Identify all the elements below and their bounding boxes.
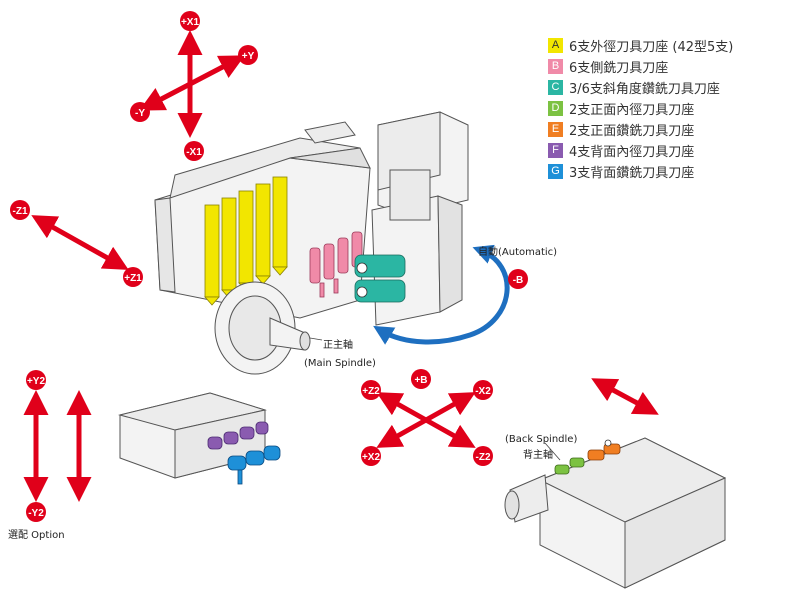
axis-label-y2-neg: -Y2 <box>26 502 46 522</box>
axis-arrows <box>23 29 659 502</box>
tool-holders-d <box>554 457 585 475</box>
svg-text:-Y: -Y <box>135 108 145 119</box>
tool-holders-a <box>204 176 288 306</box>
axis-label-x2-neg: -X2 <box>473 380 493 400</box>
axis-label-x1-neg: -X1 <box>184 141 204 161</box>
svg-text:-Z1: -Z1 <box>13 206 28 217</box>
leader-lines <box>309 337 561 461</box>
svg-text:-B: -B <box>513 275 524 286</box>
svg-text:+X2: +X2 <box>362 452 381 463</box>
axis-label-y2-pos: +Y2 <box>26 370 46 390</box>
axis-label-y-pos: +Y <box>238 45 258 65</box>
legend-badge: A <box>548 37 563 53</box>
back-spindle-move-arrow <box>591 378 659 415</box>
axis-label-z1-neg: -Z1 <box>10 200 30 220</box>
svg-text:+Y2: +Y2 <box>27 376 46 387</box>
legend-label: 6支外徑刀具刀座 (42型5支) <box>569 39 734 55</box>
axis-label-b-neg: -B <box>508 269 528 289</box>
back-spindle-body <box>504 437 727 589</box>
legend-badge: D <box>548 100 563 116</box>
tool-holders-b <box>309 231 363 298</box>
legend-item-f: F 4支背面內徑刀具刀座 <box>548 140 793 160</box>
automatic-label: 自動(Automatic) <box>478 245 557 258</box>
tool-holder-legend: A 6支外徑刀具刀座 (42型5支) B 6支側銑刀具刀座 C 3/6支斜角度鑽銑刀具刀座… <box>548 35 793 182</box>
main-spindle <box>214 281 311 375</box>
legend-badge: E <box>548 121 563 137</box>
axis-label-z2-neg: -Z2 <box>473 446 493 466</box>
legend-label: 2支正面鑽銑刀具刀座 <box>569 123 695 139</box>
svg-text:+X1: +X1 <box>181 17 200 28</box>
back-spindle-label-cn: 背主軸 <box>523 448 553 461</box>
legend-badge: G <box>548 163 563 179</box>
y-arrow <box>139 55 245 111</box>
axis-label-x1-pos: +X1 <box>180 11 200 31</box>
legend-badge: C <box>548 79 563 95</box>
legend-item-c: C 3/6支斜角度鑽銑刀具刀座 <box>548 77 793 97</box>
tool-holders-g <box>227 445 281 485</box>
axis-label-x2-pos: +X2 <box>361 446 381 466</box>
legend-item-d: D 2支正面內徑刀具刀座 <box>548 98 793 118</box>
b-axis-arrow <box>373 244 510 345</box>
axis-label-z1-pos: +Z1 <box>123 267 143 287</box>
legend-label: 2支正面內徑刀具刀座 <box>569 102 695 118</box>
svg-text:+Z1: +Z1 <box>124 273 142 284</box>
legend-item-a: A 6支外徑刀具刀座 (42型5支) <box>548 35 793 55</box>
legend-item-g: G 3支背面鑽銑刀具刀座 <box>548 161 793 181</box>
svg-text:-Y2: -Y2 <box>28 508 44 519</box>
tool-holders-e <box>587 439 621 461</box>
tool-holders-f <box>207 421 269 450</box>
svg-text:+Z2: +Z2 <box>362 386 380 397</box>
x2-z2-arrow <box>376 392 476 448</box>
legend-label: 6支側銑刀具刀座 <box>569 60 669 76</box>
legend-item-b: B 6支側銑刀具刀座 <box>548 56 793 76</box>
axis-label-b-pos: +B <box>411 369 431 389</box>
axis-label-y-neg: -Y <box>130 102 150 122</box>
z1-arrow <box>31 215 129 270</box>
legend-badge: B <box>548 58 563 74</box>
legend-label: 3/6支斜角度鑽銑刀具刀座 <box>569 81 720 97</box>
option-label: 選配 Option <box>8 528 65 541</box>
svg-text:+B: +B <box>414 375 427 386</box>
back-spindle-label-en: (Back Spindle) <box>505 434 577 445</box>
main-spindle-label-en: (Main Spindle) <box>304 358 376 369</box>
legend-label: 3支背面鑽銑刀具刀座 <box>569 165 695 181</box>
axis-label-z2-pos: +Z2 <box>361 380 381 400</box>
svg-text:+Y: +Y <box>242 51 255 62</box>
legend-item-e: E 2支正面鑽銑刀具刀座 <box>548 119 793 139</box>
svg-text:-Z2: -Z2 <box>476 452 491 463</box>
svg-text:-X1: -X1 <box>186 147 202 158</box>
svg-text:-X2: -X2 <box>475 386 491 397</box>
main-spindle-label-cn: 正主軸 <box>323 338 353 351</box>
legend-badge: F <box>548 142 563 158</box>
legend-label: 4支背面內徑刀具刀座 <box>569 144 695 160</box>
